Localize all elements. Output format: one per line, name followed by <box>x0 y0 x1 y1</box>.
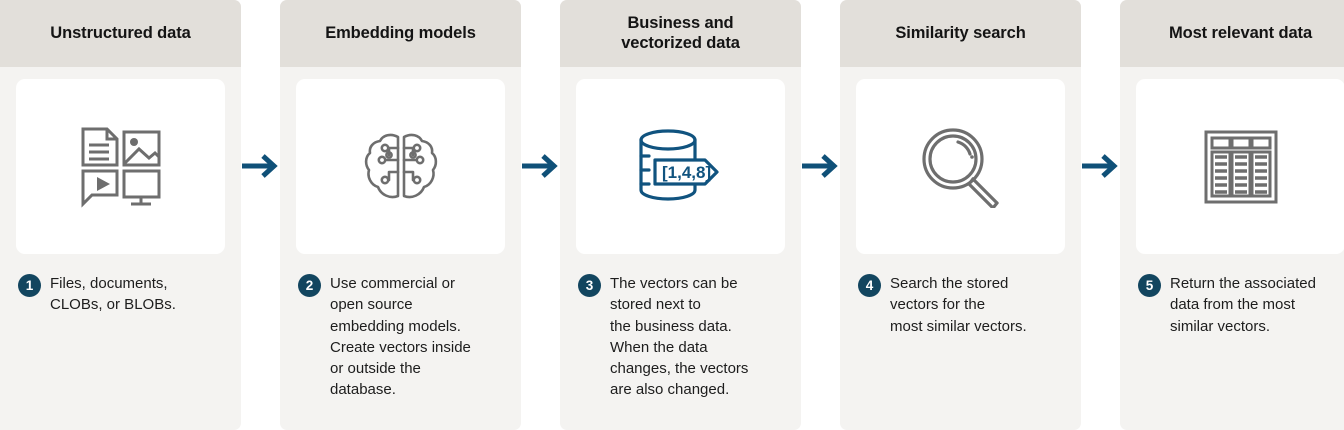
caption-text: Use commercial or open source embedding … <box>330 275 471 399</box>
connector-arrow-1-2 <box>241 0 280 430</box>
ai-brain-icon <box>362 130 440 204</box>
stage-title: Embedding models <box>325 23 476 42</box>
stage-header-embedding-models: Embedding models <box>280 0 521 67</box>
vector-value-label: [1,4,8] <box>662 163 711 182</box>
icon-card-unstructured-data <box>16 79 225 254</box>
stage-title: Unstructured data <box>50 23 191 42</box>
documents-media-icon <box>80 126 162 208</box>
icon-card-similarity-search <box>856 79 1065 254</box>
stage-most-relevant-data: Most relevant data <box>1120 0 1344 430</box>
step-badge: 2 <box>298 274 321 297</box>
connector-arrow-4-5 <box>1081 0 1120 430</box>
step-badge: 4 <box>858 274 881 297</box>
stage-title: Business and vectorized data <box>621 14 740 52</box>
step-badge: 5 <box>1138 274 1161 297</box>
data-table-icon <box>1204 130 1278 204</box>
stage-embedding-models: Embedding models <box>280 0 521 430</box>
caption-text: The vectors can be stored next to the bu… <box>610 275 749 399</box>
icon-card-most-relevant-data <box>1136 79 1344 254</box>
caption-step-2: 2 Use commercial or open source embeddin… <box>298 273 521 401</box>
caption-text: Search the stored vectors for the most s… <box>890 275 1027 335</box>
caption-step-4: 4 Search the stored vectors for the most… <box>858 273 1081 337</box>
caption-step-1: 1 Files, documents, CLOBs, or BLOBs. <box>18 273 241 316</box>
stage-header-business-and-vectorized-data: Business and vectorized data <box>560 0 801 67</box>
caption-text: Files, documents, CLOBs, or BLOBs. <box>50 275 176 314</box>
stage-similarity-search: Similarity search 4 Search the stored ve… <box>840 0 1081 430</box>
caption-step-5: 5 Return the associated data from the mo… <box>1138 273 1344 337</box>
icon-card-business-and-vectorized-data: [1,4,8] <box>576 79 785 254</box>
stage-title: Most relevant data <box>1168 23 1313 42</box>
stage-header-similarity-search: Similarity search <box>840 0 1081 67</box>
stage-unstructured-data: Unstructured data <box>0 0 241 430</box>
step-badge: 3 <box>578 274 601 297</box>
connector-arrow-2-3 <box>521 0 560 430</box>
connector-arrow-3-4 <box>801 0 840 430</box>
vector-database-icon: [1,4,8] <box>635 126 727 208</box>
step-badge: 1 <box>18 274 41 297</box>
stage-business-and-vectorized-data: Business and vectorized data [1,4,8] 3 T… <box>560 0 801 430</box>
icon-card-embedding-models <box>296 79 505 254</box>
caption-text: Return the associated data from the most… <box>1170 275 1316 335</box>
stage-header-unstructured-data: Unstructured data <box>0 0 241 67</box>
stage-header-most-relevant-data: Most relevant data <box>1120 0 1344 67</box>
magnifying-glass-icon <box>920 126 1002 208</box>
stage-title: Similarity search <box>895 23 1026 42</box>
caption-step-3: 3 The vectors can be stored next to the … <box>578 273 801 401</box>
